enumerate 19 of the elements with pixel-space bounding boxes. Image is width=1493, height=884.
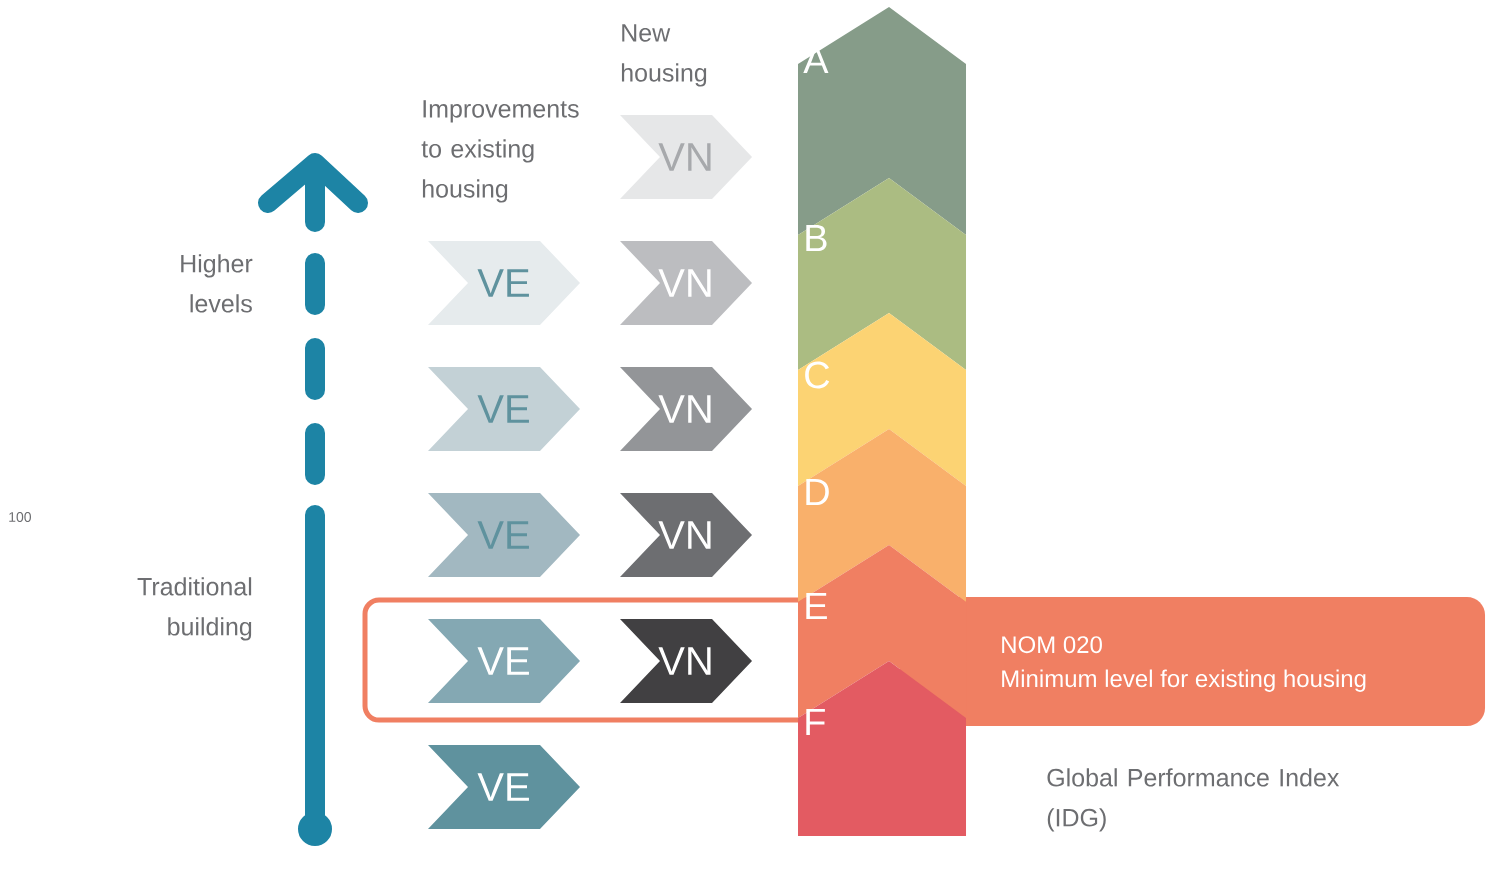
rating-tag: VN [620,619,752,703]
rating-tag: VE [428,619,580,703]
node-label: Minimum level for existing housing [1002,669,1366,692]
index-label: Global Performance Index (IDG) [1047,768,1340,832]
rating-tag: VE [428,493,580,577]
level-label: Traditional building [137,577,252,641]
rating-tag: VE [428,241,580,325]
rating-tag: VN [620,115,752,199]
column-heading: New housing [621,24,707,87]
node-label: NOM 020 [1002,636,1102,654]
rating-band: F [798,661,966,836]
rating-tag: VN [620,241,752,325]
rating-tag: VE [428,745,580,829]
column-heading: Improvements to existing housing [421,100,579,203]
rating-tag: VN [620,367,752,451]
level-label: Higher levels [181,254,253,313]
rating-tag: VE [428,367,580,451]
axis-number: 100 [9,512,31,522]
rating-tag: VN [620,493,752,577]
